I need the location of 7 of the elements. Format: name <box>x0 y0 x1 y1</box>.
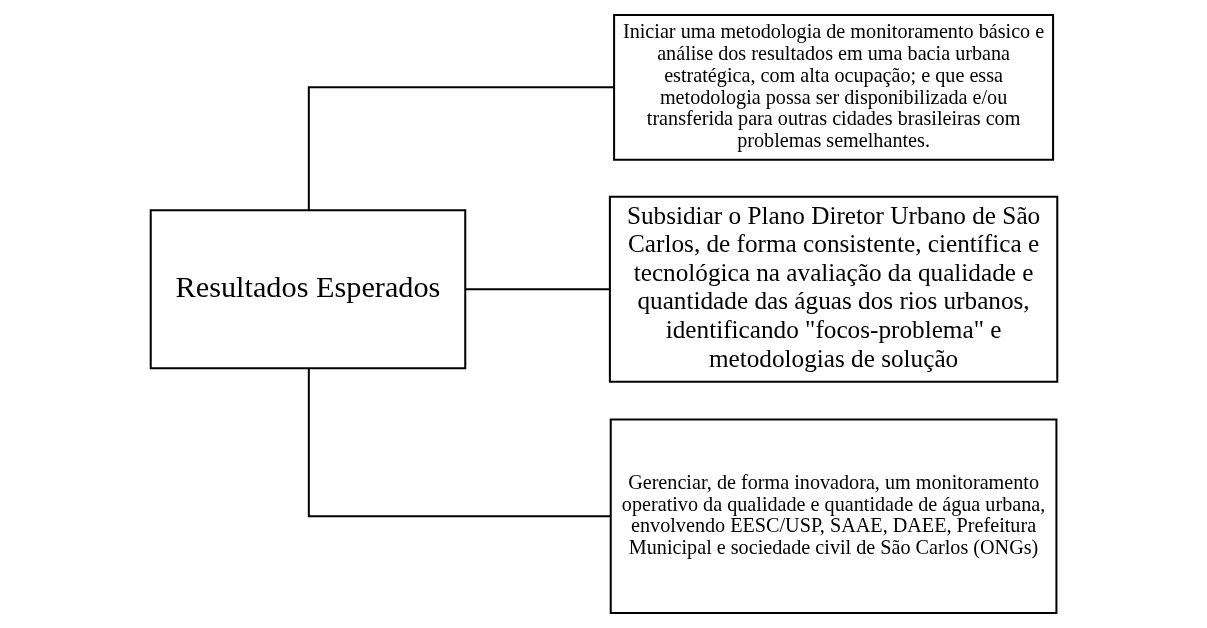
node-box: Iniciar uma metodologia de monitoramento básico e análise dos resultados em uma bacia urbana estratégica, com alta ocupação; e que essa metodologia possa ser disponibilizada e/ou transferida para outras cidades brasileiras com problemas semelhantes. <box>612 14 1054 161</box>
node-box: Gerenciar, de forma inovadora, um monitoramento operativo da qualidade e quantidade de água urbana, envolvendo EESC/USP, SAAE, DAEE, Prefeitura Municipal e sociedade civil de São Carlos (ONGs) <box>609 418 1057 614</box>
node-box: Subsidiar o Plano Diretor Urbano de São Carlos, de forma consistente, científica e tecnológica na avaliação da qualidade e quantidade das águas dos rios urbanos, identificando "focos-problema" e metodologias de solução <box>608 195 1058 383</box>
connector <box>465 288 609 291</box>
connector <box>307 368 610 518</box>
connector <box>307 86 614 210</box>
node-box: Resultados Esperados <box>149 209 466 370</box>
